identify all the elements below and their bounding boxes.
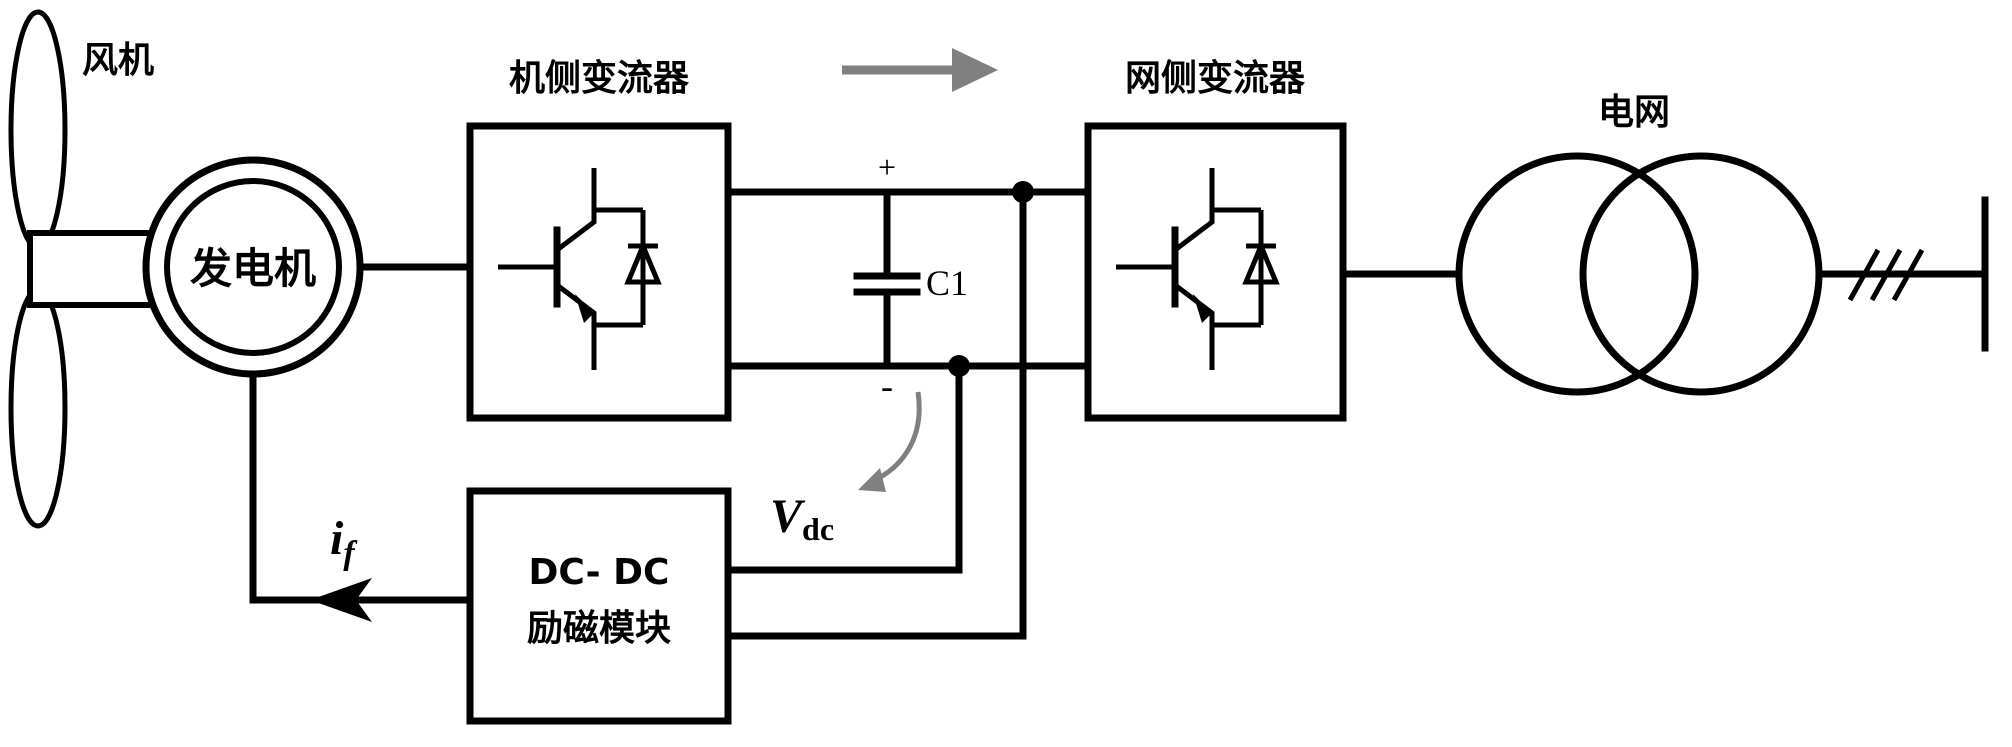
junction-dot-top	[1012, 181, 1034, 203]
if-arrow-icon	[310, 578, 372, 622]
grid-label: 电网	[1598, 92, 1670, 133]
vdc-label: Vdc	[770, 490, 834, 547]
vdc-sense-arrow-icon	[869, 391, 922, 485]
junction-dot-bottom	[948, 355, 970, 377]
igbt-icon	[498, 168, 662, 370]
machine-side-converter-label: 机侧变流器	[509, 57, 690, 99]
grid-side-converter-label: 网侧变流器	[1125, 57, 1306, 99]
if-label: if	[330, 512, 358, 572]
dcdc-label: DC- DC	[529, 552, 670, 593]
plus-sign: +	[878, 149, 896, 185]
wind-turbine-label: 风机	[82, 40, 154, 81]
capacitor-label: C1	[926, 263, 968, 303]
igbt-icon	[1116, 168, 1280, 370]
capacitor-icon	[853, 272, 921, 296]
grid-bus-icon	[1847, 196, 1989, 352]
machine-side-converter-box	[466, 122, 732, 422]
minus-sign: -	[881, 366, 893, 406]
generator-icon	[142, 156, 364, 378]
generator-label: 发电机	[190, 244, 316, 293]
vdc-sense-arrowhead-icon	[858, 468, 886, 492]
power-flow-arrow-icon	[842, 48, 998, 92]
dcdc-excitation-module-box	[466, 487, 732, 725]
transformer-icon	[1455, 152, 1823, 396]
grid-side-converter-box	[1084, 122, 1347, 422]
excitation-module-label: 励磁模块	[527, 608, 671, 649]
